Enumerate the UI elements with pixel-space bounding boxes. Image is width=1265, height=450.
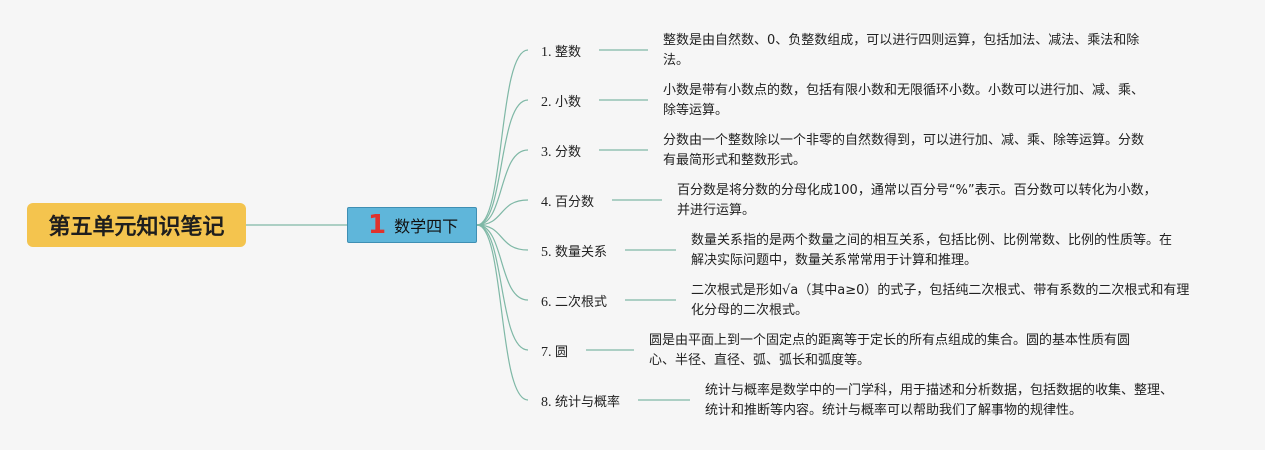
root-node[interactable]: 第五单元知识笔记 [27,203,246,247]
topic-node[interactable]: 1. 整数 [541,41,581,61]
branch-connector [476,149,529,226]
center-label: 数学四下 [394,217,459,236]
topic-description: 整数是由自然数、0、负整数组成，可以进行四则运算，包括加法、减法、乘法和除法。 [663,33,1140,68]
topic-index: 5. [541,245,555,260]
topic-description: 百分数是将分数的分母化成100，通常以百分号“%”表示。百分数可以转化为小数，并… [677,183,1157,218]
topic-node[interactable]: 2. 小数 [541,91,581,111]
topic-label: 分数 [555,145,582,160]
topic-index: 4. [541,195,555,210]
topic-description: 统计与概率是数学中的一门学科，用于描述和分析数据，包括数据的收集、整理、统计和推… [705,383,1174,418]
topic-index: 3. [541,145,555,160]
topic-description: 小数是带有小数点的数，包括有限小数和无限循环小数。小数可以进行加、减、乘、除等运… [663,83,1145,118]
topic-node[interactable]: 7. 圆 [541,341,568,361]
branch-connector [476,224,529,251]
topic-index: 7. [541,345,555,360]
branch-connector [476,224,529,301]
topic-description: 分数由一个整数除以一个非零的自然数得到，可以进行加、减、乘、除等运算。分数有最简… [663,133,1145,168]
branch-connector [476,224,529,351]
topic-label: 圆 [555,345,569,360]
branch-connector [476,224,529,401]
topic-node[interactable]: 8. 统计与概率 [541,391,620,411]
topic-index: 8. [541,395,555,410]
topic-description: 圆是由平面上到一个固定点的距离等于定长的所有点组成的集合。圆的基本性质有圆心、半… [649,333,1131,368]
topic-node[interactable]: 5. 数量关系 [541,241,607,261]
topic-index: 1. [541,45,555,60]
topic-node[interactable]: 3. 分数 [541,141,581,161]
topic-node[interactable]: 6. 二次根式 [541,291,607,311]
branch-connector [476,99,529,226]
topic-index: 6. [541,295,555,310]
topic-node[interactable]: 4. 百分数 [541,191,594,211]
center-number-icon: 1 [368,210,387,240]
center-node[interactable]: 1 数学四下 [347,207,477,243]
topic-label: 小数 [555,95,582,110]
root-label: 第五单元知识笔记 [48,215,225,240]
topic-index: 2. [541,95,555,110]
topic-label: 整数 [555,45,582,60]
branch-connector [476,49,529,226]
topic-description: 数量关系指的是两个数量之间的相互关系，包括比例、比例常数、比例的性质等。在解决实… [691,233,1173,268]
topic-label: 百分数 [555,195,595,210]
topic-description: 二次根式是形如√a（其中a≥0）的式子，包括纯二次根式、带有系数的二次根式和有理… [691,283,1190,318]
topic-label: 数量关系 [555,245,608,260]
topic-label: 二次根式 [555,295,608,310]
branch-connector [476,199,529,226]
topic-label: 统计与概率 [555,395,621,410]
